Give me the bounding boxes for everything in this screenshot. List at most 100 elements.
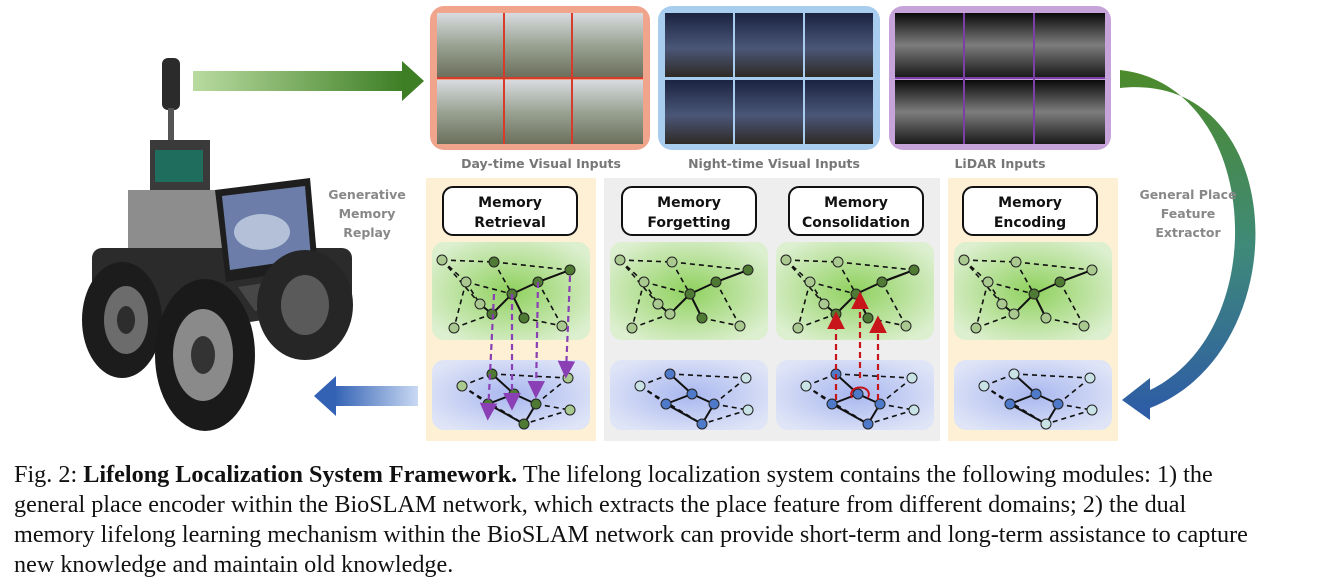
retrieval-st-node [508,388,520,400]
encoding-st-node [1040,418,1052,430]
consolidation-loop-arrow [850,386,870,399]
encoding-st-edge [1013,373,1091,379]
forgetting-lt-node [696,312,708,324]
forgetting-st-node [696,418,708,430]
encoding-st-node [978,380,990,392]
svg-text:Memory: Memory [478,195,542,211]
forgetting-lt-edge [715,269,749,283]
consolidation-lt-edge [837,261,857,295]
svg-text:Memory: Memory [657,195,721,211]
caption-line-4: new knowledge and maintain old knowledge… [14,551,454,578]
forgetting-st-node [686,388,698,400]
memory-graphs [436,254,1098,430]
retrieval-st-node [530,398,542,410]
encoding-lt-node [982,276,994,288]
encoding-st-node [1052,398,1064,410]
consolidation-lt-edge [809,281,857,295]
consolidation-st-node [852,388,864,400]
encoding-lt-node [1010,256,1022,268]
robot-wheel-back-left [82,262,162,378]
consolidation-lt-node [832,256,844,268]
forgetting-lt-edge [671,261,749,271]
encoding-lt-edge [975,313,1015,329]
forgetting-lt-node [734,320,746,332]
svg-text:Forgetting: Forgetting [647,215,730,231]
forgetting-lt-node [666,256,678,268]
retrieval-transfer-arrow [527,281,545,399]
encoding-lt-node [970,322,982,334]
consolidation-st-edge [879,377,913,405]
forgetting-st-edge [701,409,749,425]
consolidation-lt-node [780,254,792,266]
encoding-lt-node [1028,288,1040,300]
memory-consolidation-box: Memory Consolidation [788,186,924,236]
forgetting-lt-edge [671,261,691,295]
retrieval-lt-node [488,256,500,268]
forgetting-lt-edge [643,281,691,295]
forgetting-st-node [660,398,672,410]
caption-line-3: memory lifelong learning mechanism withi… [14,521,1248,548]
consolidation-st-node [906,372,918,384]
retrieval-lt-edge [493,261,513,295]
forgetting-lt-node [638,276,650,288]
robot-wheel-back-right [257,250,353,360]
forgetting-st-node [634,380,646,392]
consolidation-st-node [862,418,874,430]
consolidation-lt-edge [837,261,915,271]
consolidation-lt-node [830,308,842,320]
forgetting-lt-node [626,322,638,334]
encoding-lt-node [1086,264,1098,276]
consolidation-lt-node [792,322,804,334]
forgetting-st-node [708,398,720,410]
svg-text:Memory: Memory [998,195,1062,211]
forgetting-lt-edge [631,313,671,329]
svg-text:Extractor: Extractor [1155,225,1221,240]
svg-text:General Place: General Place [1139,187,1236,202]
encoding-lt-edge [975,281,989,329]
consolidation-lt-node [862,312,874,324]
forgetting-lt-edge [701,317,741,327]
retrieval-st-node [562,372,574,384]
forgetting-st-edge [713,377,747,405]
forgetting-lt-node [614,254,626,266]
caption-prefix: Fig. 2: [14,461,84,488]
retrieval-lt-node [474,298,486,310]
feature-extractor-arrow [1120,70,1256,420]
robot-lidar-sensor [162,58,180,110]
encoding-st-edge [1045,409,1093,425]
night-visual-inputs-panel: Night-time Visual Inputs [658,6,880,171]
framework-figure: Day-time Visual Inputs Night-time Visual… [82,6,1256,441]
svg-text:Generative: Generative [328,187,406,202]
input-arrow [193,61,424,101]
generative-memory-replay-label: Generative Memory Replay [328,187,406,240]
lidar-inputs-panel: LiDAR Inputs [889,6,1111,171]
forgetting-st-node [742,404,754,416]
svg-text:Replay: Replay [343,225,391,240]
retrieval-st-edge [491,373,569,379]
retrieval-st-edge [535,377,569,405]
retrieval-lt-node [564,264,576,276]
consolidation-lt-node [850,288,862,300]
lidar-caption: LiDAR Inputs [954,156,1045,171]
svg-text:Encoding: Encoding [994,215,1066,231]
encoding-lt-node [1008,308,1020,320]
forgetting-st-edge [713,403,749,411]
retrieval-lt-edge [493,261,571,271]
encoding-lt-edge [1015,261,1093,271]
day-visual-inputs-panel: Day-time Visual Inputs [430,6,650,171]
retrieval-st-node [486,368,498,380]
retrieval-lt-node [518,312,530,324]
consolidation-lt-edge [867,317,907,327]
forgetting-st-node [740,372,752,384]
encoding-st-node [1004,398,1016,410]
encoding-lt-node [1078,320,1090,332]
consolidation-st-node [908,404,920,416]
consolidation-lt-node [908,264,920,276]
consolidation-st-node [826,398,838,410]
retrieval-st-node [456,380,468,392]
consolidation-st-edge [879,403,915,411]
consolidation-st-edge [835,373,913,379]
retrieval-lt-node [448,322,460,334]
forgetting-lt-edge [631,281,645,329]
retrieval-lt-edge [465,281,513,295]
